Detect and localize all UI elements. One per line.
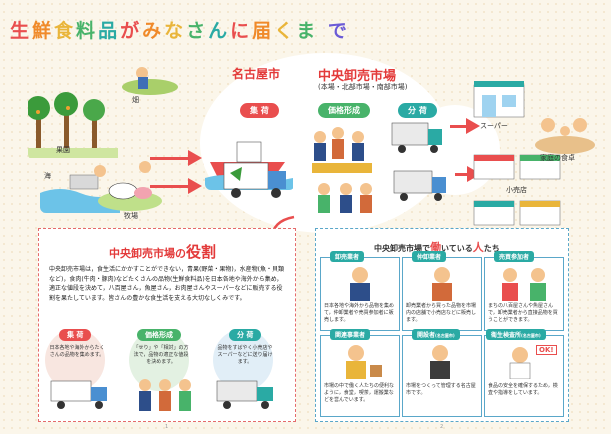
auction-illustration: [312, 127, 372, 173]
title-char: で: [327, 20, 349, 42]
role-text-related: 市場の中で働く人たちの便利なように，食堂，喫茶，運搬業などを営んでいます。: [324, 383, 395, 403]
operator-figure: [430, 345, 450, 379]
title-char: 鮮: [32, 20, 54, 42]
field-illustration: [122, 67, 178, 95]
role-tag-wholesaler: 卸売業者: [330, 251, 365, 262]
field-label: 畑: [132, 96, 139, 104]
page-number-right: 2: [440, 424, 444, 430]
inspection-figure: [509, 347, 531, 379]
title-char: ま: [296, 20, 318, 42]
role-panel-body: 中央卸売市場は，食生活にかかすことができない，青果(野菜・果物)，水産物(魚・貝…: [49, 266, 285, 302]
distribute-truck: [391, 122, 442, 153]
title-char: さ: [186, 20, 208, 42]
role-panel-title: 中央卸売市場の役割: [109, 243, 217, 261]
role-text-distribute: 品物をすばやく小売店やスーパーなどに送り届けます。: [217, 345, 273, 365]
role-text-operator: 市場をつくって管理する名古屋市です。: [406, 383, 476, 396]
collect-pill: 集 荷: [240, 103, 279, 118]
arrow-head-2: [188, 178, 202, 194]
related-figure: [346, 345, 382, 379]
retail-label: 小売店: [506, 186, 527, 194]
title-char: が: [120, 20, 142, 42]
role-text-participant: まちの八百屋さんや魚屋さんで，卸売業者から直接品物を買うことができます。: [488, 303, 558, 323]
role-pill-collect: 集 荷: [59, 329, 92, 341]
supermarket-illustration: [473, 81, 525, 118]
market-sub-label: (本場・北部市場・南部市場): [318, 83, 408, 91]
participant-figures: [502, 268, 546, 301]
collect-truck-illustration: [50, 380, 107, 409]
retail-shops-illustration: [473, 154, 561, 226]
intermediate-figure: [432, 267, 452, 301]
role-text-pricing: 「せり」や「相対」の方法で，品物の適正な値段を決めます。: [133, 345, 189, 365]
sea-illustration: [40, 165, 120, 213]
supermarket-label: スーパー: [480, 122, 508, 130]
title-char: く: [274, 20, 296, 42]
title-char: 品: [98, 20, 120, 42]
home-label: 家庭の食卓: [540, 154, 575, 162]
role-panel-title-em: 役割: [186, 243, 217, 261]
orchard-illustration: [28, 92, 118, 158]
distribution-flow: 名古屋市 中央卸売市場 (本場・北部市場・南部市場) 集 荷 価格形成 分 荷 …: [0, 45, 611, 235]
role-text-collect: 日本各地や海外からたくさんの品物を集めます。: [49, 345, 105, 358]
title-char: み: [142, 20, 164, 42]
auction-illustration-2: [318, 183, 372, 213]
ok-sign: OK!: [536, 345, 557, 355]
market-label: 中央卸売市場: [318, 69, 397, 84]
role-text-intermediate: 卸売業者から買った品物を市場内の店舗で小売店などに販売します。: [406, 303, 477, 323]
role-tag-intermediate: 仲卸業者: [412, 251, 447, 262]
title-char: 料: [76, 20, 98, 42]
distribute-truck-illustration: [216, 380, 273, 409]
role-pill-distribute: 分 荷: [229, 329, 262, 341]
arrow-line-4: [455, 173, 469, 176]
arrow-line-3: [450, 125, 468, 128]
sea-label: 海: [44, 172, 51, 180]
title-char: ん: [208, 20, 230, 42]
arrow-line-1: [150, 157, 190, 160]
role-tag-participant: 売買参加者: [494, 251, 535, 262]
city-label: 名古屋市: [232, 67, 281, 81]
arrow-head-3: [466, 118, 480, 134]
family-illustration: [535, 118, 595, 154]
page-number-left: 1: [165, 424, 169, 430]
orchard-label: 果園: [56, 146, 70, 154]
distribute-pill: 分 荷: [398, 103, 437, 118]
role-text-inspection: 食品の安全を確保するため，検査や指導をしています。: [488, 383, 558, 396]
title-char: 届: [252, 20, 274, 42]
market-workers-panel: 中央卸売市場で働いている人たち 卸売業者 仲卸業者 売買参加者 関連事業者 開設…: [315, 228, 569, 422]
distribute-truck-2: [393, 170, 446, 201]
truck-illustration: [223, 162, 286, 198]
title-char: 生: [10, 20, 32, 42]
title-char: 食: [54, 20, 76, 42]
wholesaler-figure: [350, 267, 370, 301]
title-char: な: [164, 20, 186, 42]
ranch-label: 牧場: [124, 212, 138, 220]
role-tag-operator: 開設者(名古屋市): [412, 329, 460, 340]
title-char: に: [230, 20, 252, 42]
market-role-panel: 中央卸売市場の役割 中央卸売市場は，食生活にかかすことができない，青果(野菜・果…: [38, 228, 296, 422]
role-box-participant: [484, 257, 564, 331]
role-tag-related: 関連事業者: [330, 329, 371, 340]
arrow-line-2: [150, 185, 190, 188]
page-title: 生鮮食料品がみなさんに届くま で: [10, 16, 350, 43]
title-char: [318, 20, 327, 42]
role-pill-pricing: 価格形成: [137, 329, 181, 341]
workers-panel-title: 中央卸売市場で働いている人たち: [374, 241, 500, 254]
pricing-pill: 価格形成: [318, 103, 370, 118]
ranch-illustration: [98, 161, 162, 211]
arrow-head-1: [188, 150, 202, 166]
pricing-people-illustration: [139, 379, 191, 411]
role-tag-inspection: 衛生検査所(名古屋市): [486, 329, 546, 340]
role-text-wholesaler: 日本各地や海外から品物を集めて，仲卸業者や売買参加者に販売します。: [324, 303, 395, 323]
